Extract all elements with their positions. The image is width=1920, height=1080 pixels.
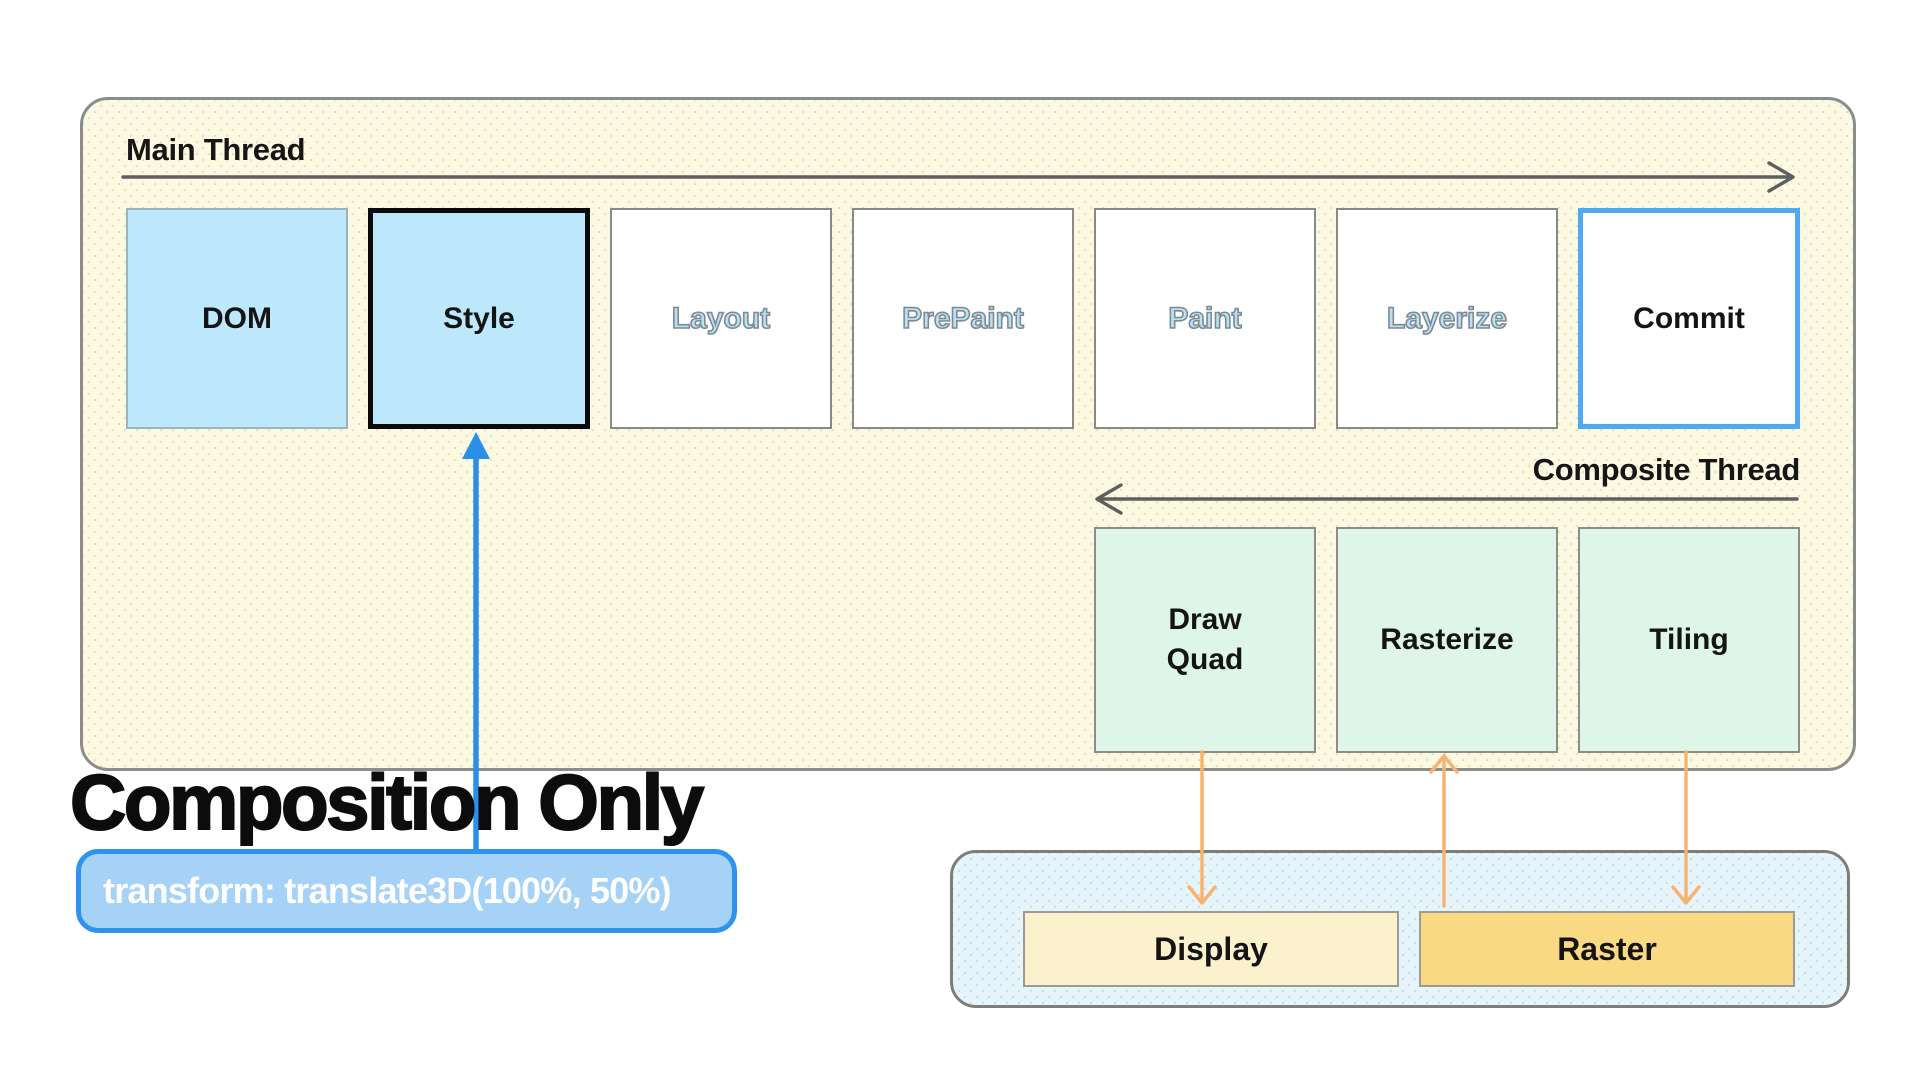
transform-code-text: transform: translate3D(100%, 50%) (103, 870, 672, 911)
stage-prepaint: PrePaint (852, 208, 1074, 429)
stage-layerize: Layerize (1336, 208, 1558, 429)
stage-commit: Commit (1578, 208, 1800, 429)
stage-dom-label: DOM (202, 302, 272, 335)
main-thread-panel: Main Thread DOM Style Layout PrePaint Pa… (80, 97, 1856, 771)
stage-dom: DOM (126, 208, 348, 429)
stage-draw-quad: Draw Quad (1094, 527, 1316, 753)
stage-layerize-label: Layerize (1386, 301, 1508, 336)
gpu-panel: Display Raster (950, 850, 1850, 1008)
stage-prepaint-label: PrePaint (901, 301, 1024, 336)
display-box-label: Display (1154, 930, 1268, 967)
composite-thread-label: Composite Thread (1532, 452, 1801, 487)
stage-tiling: Tiling (1578, 527, 1800, 753)
stage-tiling-label: Tiling (1649, 622, 1729, 656)
stage-style: Style (368, 208, 590, 429)
composition-only-title: Composition Only (69, 758, 705, 846)
main-thread-label: Main Thread (126, 132, 306, 167)
stage-paint: Paint (1094, 208, 1316, 429)
stage-layout-label: Layout (671, 301, 771, 336)
stage-rasterize-label: Rasterize (1380, 622, 1514, 656)
stage-layout: Layout (610, 208, 832, 429)
stage-style-label: Style (443, 302, 515, 335)
stage-commit-label: Commit (1633, 302, 1745, 335)
stage-paint-label: Paint (1168, 301, 1243, 336)
stage-draw-quad-label: Draw Quad (1166, 602, 1244, 677)
raster-box-label: Raster (1557, 930, 1657, 967)
display-box: Display (1023, 911, 1399, 987)
transform-code-pill: transform: translate3D(100%, 50%) (76, 849, 737, 933)
raster-box: Raster (1419, 911, 1795, 987)
stage-rasterize: Rasterize (1336, 527, 1558, 753)
